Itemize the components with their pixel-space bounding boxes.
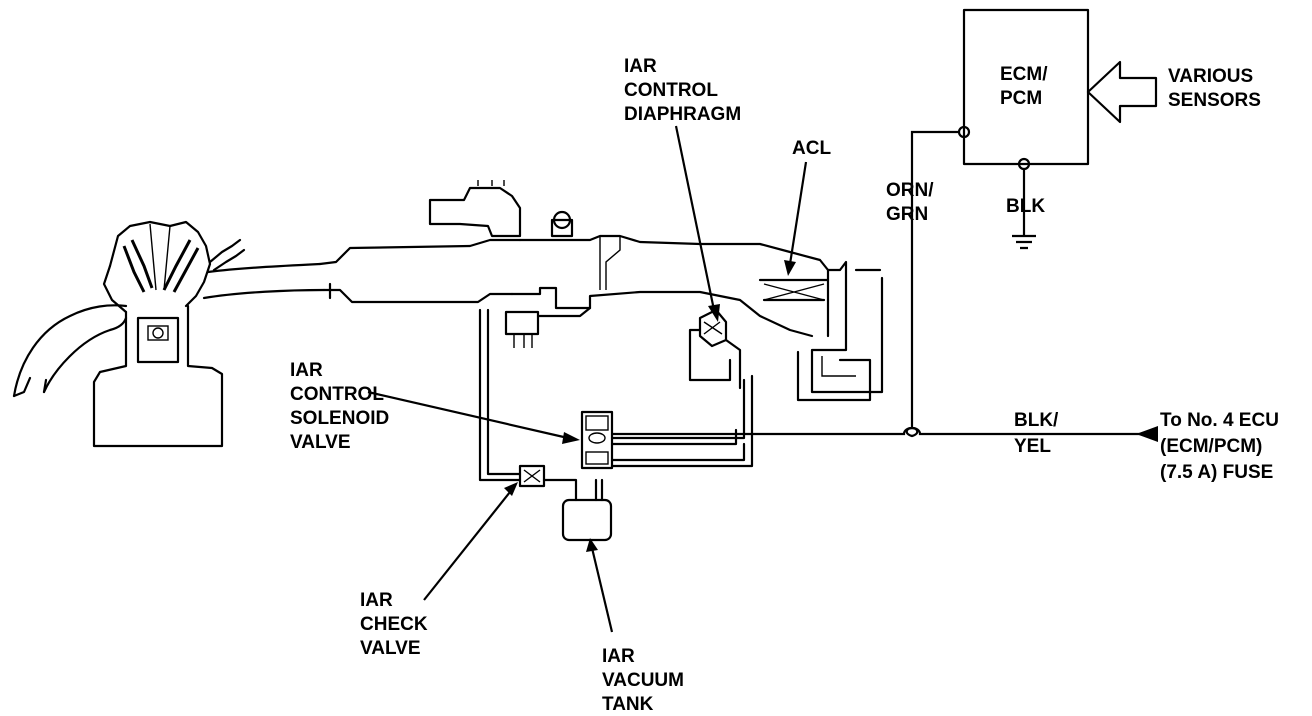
label-line: CHECK: [360, 614, 428, 635]
label-line: IAR: [624, 56, 657, 77]
label-various-sensors: VARIOUS SENSORS: [1168, 66, 1261, 111]
label-iar-control-solenoid-valve: IAR CONTROL SOLENOID VALVE: [290, 360, 389, 453]
label-line: GRN: [886, 204, 928, 225]
wiring: [612, 130, 1158, 442]
iar-control-diaphragm: [688, 308, 742, 390]
iar-check-valve: [518, 464, 546, 488]
leader-arrows: [367, 125, 808, 633]
label-iar-vacuum-tank: IAR VACUUM TANK: [602, 646, 684, 715]
sensor-input-arrow: [1086, 60, 1158, 124]
iar-control-solenoid-valve: [580, 410, 614, 470]
label-ecm-pcm: ECM/ PCM: [1000, 64, 1048, 109]
label-iar-control-diaphragm: IAR CONTROL DIAPHRAGM: [624, 56, 741, 125]
label-line: ECM/: [1000, 64, 1048, 85]
label-line: YEL: [1014, 436, 1051, 457]
label-line: SOLENOID: [290, 408, 389, 429]
label-line: VACUUM: [602, 670, 684, 691]
label-line: (7.5 A) FUSE: [1160, 462, 1273, 483]
label-fuse: To No. 4 ECU (ECM/PCM) (7.5 A) FUSE: [1160, 410, 1279, 483]
label-blk: BLK: [1006, 196, 1045, 217]
label-line: CONTROL: [624, 80, 718, 101]
label-line: VALVE: [360, 638, 421, 659]
label-line: VALVE: [290, 432, 351, 453]
label-line: ORN/: [886, 180, 934, 201]
label-line: IAR: [290, 360, 323, 381]
label-line: PCM: [1000, 88, 1042, 109]
label-line: VARIOUS: [1168, 66, 1253, 87]
label-blk-yel: BLK/ YEL: [1014, 410, 1059, 457]
label-line: SENSORS: [1168, 90, 1261, 111]
label-orn-grn: ORN/ GRN: [886, 180, 934, 225]
engine: [12, 220, 326, 448]
label-line: IAR: [360, 590, 393, 611]
label-line: (ECM/PCM): [1160, 436, 1262, 457]
label-line: IAR: [602, 646, 635, 667]
label-line: CONTROL: [290, 384, 384, 405]
label-line: TANK: [602, 694, 654, 715]
label-iar-check-valve: IAR CHECK VALVE: [360, 590, 428, 659]
label-line: DIAPHRAGM: [624, 104, 741, 125]
iar-vacuum-tank: [561, 498, 613, 542]
label-acl: ACL: [792, 138, 831, 159]
label-line: BLK/: [1014, 410, 1059, 431]
vacuum-hoses: [478, 308, 754, 502]
label-line: To No. 4 ECU: [1160, 410, 1279, 431]
